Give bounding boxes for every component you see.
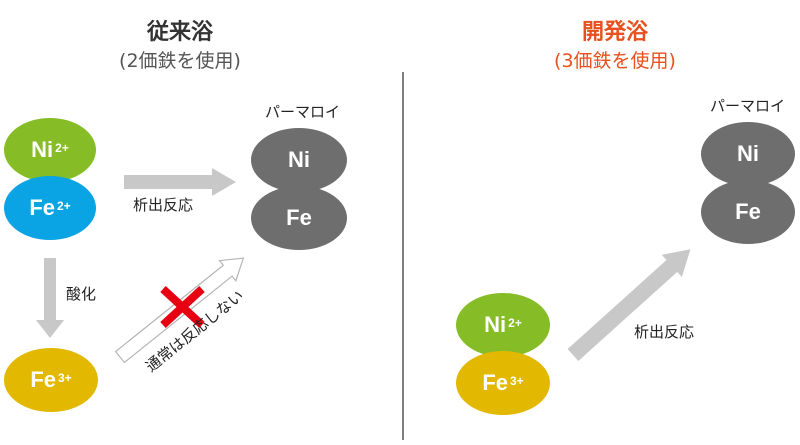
- developed-bath-subtitle: (3価鉄を使用): [554, 50, 676, 72]
- ni2-symbol: Ni: [31, 137, 54, 162]
- deposition-arrow-right: [567, 249, 691, 361]
- fe2-charge: 2+: [57, 199, 71, 213]
- deposition-label-right: 析出反応: [634, 323, 695, 341]
- ni2-charge-right: 2+: [508, 316, 522, 330]
- cross-mark-icon: [160, 286, 205, 328]
- fe3-symbol-right: Fe: [482, 370, 508, 395]
- permalloy-fe-left: Fe: [251, 186, 347, 250]
- fe3-symbol-left: Fe: [30, 367, 56, 392]
- conventional-bath-title: 従来浴: [146, 20, 213, 45]
- permalloy-ni-left: Ni: [251, 128, 347, 192]
- permalloy-ni-symbol-right: Ni: [737, 141, 759, 166]
- permalloy-label-right: パーマロイ: [710, 97, 786, 115]
- fe2-symbol: Fe: [29, 195, 55, 220]
- fe3-charge-right: 3+: [510, 374, 524, 388]
- permalloy-label-left: パーマロイ: [265, 103, 341, 121]
- fe3-charge-left: 3+: [58, 371, 72, 385]
- permalloy-fe-right: Fe: [701, 180, 795, 244]
- oxidation-arrow: [36, 258, 64, 338]
- deposition-arrow-left: [124, 168, 236, 196]
- permalloy-fe-symbol-left: Fe: [286, 205, 312, 230]
- permalloy-fe-symbol-right: Fe: [735, 199, 761, 224]
- ni2-charge: 2+: [55, 141, 69, 155]
- oxidation-label: 酸化: [66, 285, 97, 303]
- permalloy-ni-symbol-left: Ni: [288, 147, 310, 172]
- ni2-symbol-right: Ni: [484, 312, 507, 337]
- conventional-bath-subtitle: (2価鉄を使用): [119, 50, 241, 72]
- developed-bath-title: 開発浴: [581, 20, 648, 45]
- permalloy-ni-right: Ni: [701, 122, 795, 186]
- deposition-label-left: 析出反応: [133, 196, 194, 214]
